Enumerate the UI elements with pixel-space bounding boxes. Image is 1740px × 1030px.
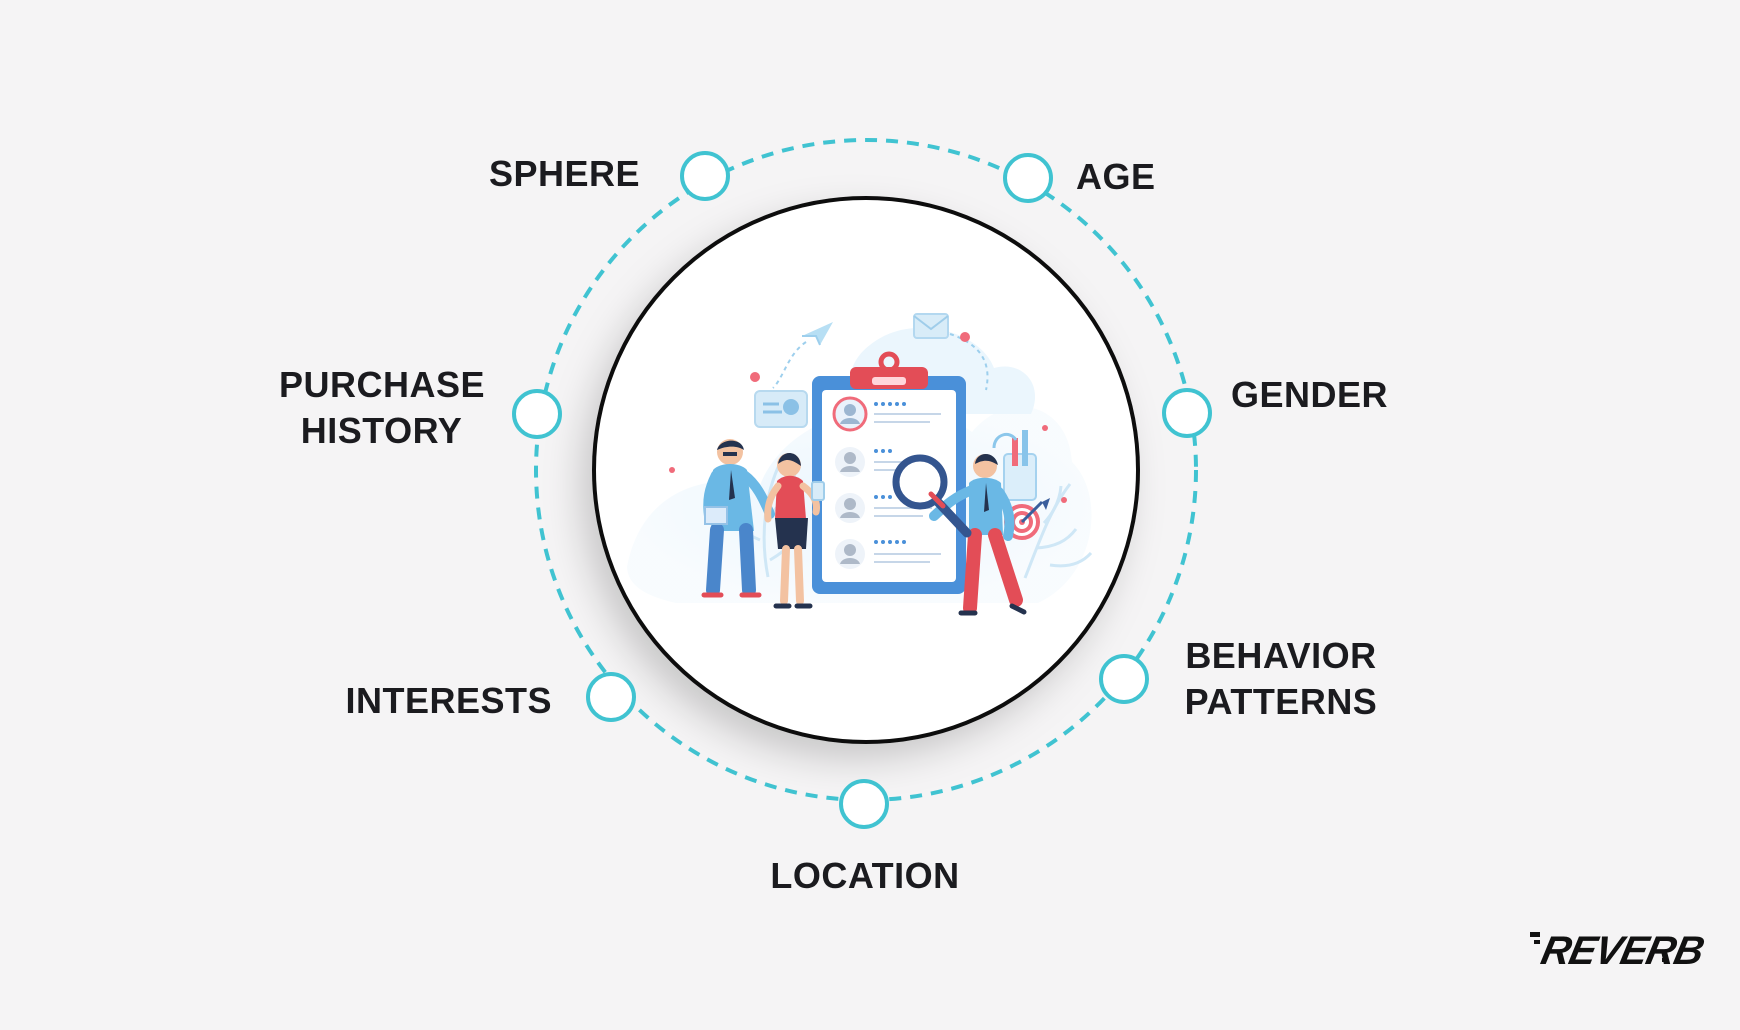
center-illustration xyxy=(627,313,1093,616)
label-behavior-line-2: PATTERNS xyxy=(1184,681,1378,722)
gender-node-icon xyxy=(1162,388,1212,438)
interests-node-icon xyxy=(586,672,636,722)
reverb-logo-mark xyxy=(1530,932,1668,962)
label-location: LOCATION xyxy=(770,855,960,896)
location-node-icon xyxy=(839,779,889,829)
label-behavior-line-1: BEHAVIOR xyxy=(1185,635,1377,676)
profile-row-1 xyxy=(832,396,941,432)
clipboard-icon xyxy=(812,351,966,594)
right-man-figure-icon xyxy=(929,454,1027,616)
reverb-logo: REVERB xyxy=(1530,926,1707,976)
paper-plane-icon xyxy=(772,322,833,389)
sphere-node-icon xyxy=(680,151,730,201)
label-behavior-patterns: BEHAVIOR PATTERNS xyxy=(1171,633,1391,725)
right-leaves-icon xyxy=(1023,483,1093,579)
accent-dot-icon xyxy=(1042,425,1048,431)
age-node-icon xyxy=(1003,153,1053,203)
accent-dot-icon xyxy=(669,467,675,473)
accent-dot-icon xyxy=(960,332,970,342)
label-interests: INTERESTS xyxy=(345,680,552,721)
label-purchase-history: PURCHASE HISTORY xyxy=(279,362,486,454)
desk-cup-icon xyxy=(992,430,1037,501)
profile-row-4 xyxy=(835,539,941,569)
label-purchase-line-1: PURCHASE xyxy=(279,364,486,405)
woman-figure-icon xyxy=(764,452,825,609)
user-card-icon xyxy=(754,390,808,428)
label-age: AGE xyxy=(1076,156,1156,197)
accent-dot-icon xyxy=(750,372,760,382)
behavior-patterns-node-icon xyxy=(1099,654,1149,704)
accent-dot-icon xyxy=(1061,497,1067,503)
label-purchase-line-2: HISTORY xyxy=(300,410,463,451)
label-gender: GENDER xyxy=(1231,374,1389,415)
dashed-orbit-ring xyxy=(534,138,1198,802)
purchase-history-node-icon xyxy=(512,389,562,439)
envelope-icon xyxy=(913,313,989,391)
magnifying-glass-icon xyxy=(892,454,972,538)
label-sphere: SPHERE xyxy=(489,153,641,194)
reverb-logo-text: REVERB xyxy=(1537,929,1708,973)
